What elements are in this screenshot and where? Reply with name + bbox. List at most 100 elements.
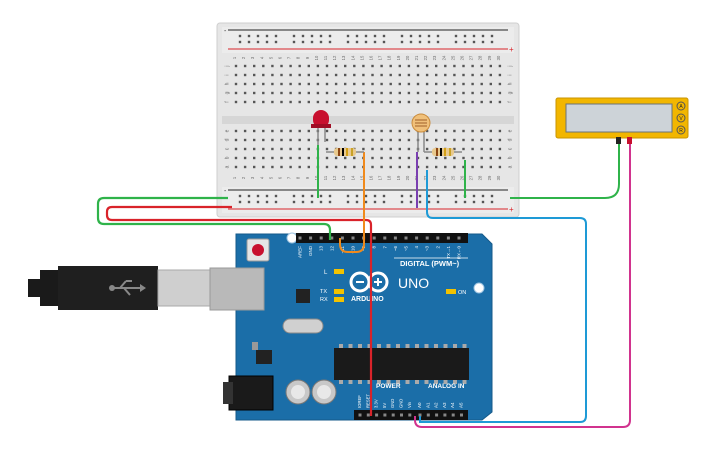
terminal-hole[interactable] bbox=[462, 156, 465, 160]
terminal-hole[interactable] bbox=[462, 100, 465, 104]
terminal-hole[interactable] bbox=[471, 91, 474, 95]
terminal-hole[interactable] bbox=[407, 100, 411, 104]
terminal-hole[interactable] bbox=[334, 64, 338, 68]
terminal-hole[interactable] bbox=[471, 82, 474, 86]
terminal-hole[interactable] bbox=[453, 91, 456, 95]
multimeter-mode-v[interactable] bbox=[676, 113, 686, 123]
terminal-hole[interactable] bbox=[280, 100, 283, 104]
rail-hole[interactable] bbox=[373, 34, 377, 38]
terminal-hole[interactable] bbox=[298, 156, 301, 160]
terminal-hole[interactable] bbox=[271, 100, 274, 104]
rail-hole[interactable] bbox=[292, 40, 296, 44]
terminal-hole[interactable] bbox=[307, 129, 310, 133]
terminal-hole[interactable] bbox=[325, 82, 329, 86]
terminal-hole[interactable] bbox=[416, 73, 420, 77]
terminal-hole[interactable] bbox=[425, 82, 429, 86]
terminal-hole[interactable] bbox=[389, 129, 392, 133]
terminal-hole[interactable] bbox=[262, 91, 265, 95]
terminal-hole[interactable] bbox=[334, 82, 338, 86]
rail-hole[interactable] bbox=[319, 200, 323, 204]
rail-hole[interactable] bbox=[310, 200, 314, 204]
usb-cable[interactable] bbox=[28, 266, 265, 311]
rail-hole[interactable] bbox=[364, 40, 368, 44]
terminal-hole[interactable] bbox=[243, 100, 247, 104]
rail-hole[interactable] bbox=[463, 200, 467, 204]
rail-hole[interactable] bbox=[373, 200, 377, 204]
rail-hole[interactable] bbox=[409, 40, 413, 44]
rail-hole[interactable] bbox=[238, 34, 242, 38]
terminal-hole[interactable] bbox=[289, 91, 292, 95]
header-pin[interactable] bbox=[400, 413, 403, 417]
terminal-hole[interactable] bbox=[480, 147, 483, 151]
terminal-hole[interactable] bbox=[234, 100, 238, 104]
terminal-hole[interactable] bbox=[289, 165, 292, 169]
rail-hole[interactable] bbox=[355, 40, 359, 44]
header-pin[interactable] bbox=[460, 413, 463, 417]
header-pin[interactable] bbox=[391, 413, 395, 417]
terminal-hole[interactable] bbox=[325, 73, 329, 77]
terminal-hole[interactable] bbox=[389, 138, 392, 142]
terminal-hole[interactable] bbox=[253, 129, 256, 133]
terminal-hole[interactable] bbox=[407, 156, 411, 160]
terminal-hole[interactable] bbox=[353, 129, 356, 133]
terminal-hole[interactable] bbox=[389, 64, 392, 68]
rail-hole[interactable] bbox=[238, 200, 242, 204]
terminal-hole[interactable] bbox=[407, 165, 411, 169]
terminal-hole[interactable] bbox=[371, 129, 374, 133]
rail-hole[interactable] bbox=[382, 194, 386, 198]
terminal-hole[interactable] bbox=[453, 73, 456, 77]
terminal-hole[interactable] bbox=[462, 64, 465, 68]
terminal-hole[interactable] bbox=[480, 165, 483, 169]
terminal-hole[interactable] bbox=[280, 73, 283, 77]
probe-red[interactable] bbox=[627, 137, 632, 144]
terminal-hole[interactable] bbox=[271, 147, 274, 151]
terminal-hole[interactable] bbox=[298, 73, 301, 77]
terminal-hole[interactable] bbox=[407, 147, 411, 151]
terminal-hole[interactable] bbox=[353, 165, 356, 169]
rail-hole[interactable] bbox=[274, 40, 278, 44]
terminal-hole[interactable] bbox=[453, 82, 456, 86]
rail-hole[interactable] bbox=[436, 40, 440, 44]
terminal-hole[interactable] bbox=[480, 82, 483, 86]
header-pin[interactable] bbox=[435, 413, 439, 417]
terminal-hole[interactable] bbox=[271, 138, 274, 142]
terminal-hole[interactable] bbox=[407, 91, 411, 95]
terminal-hole[interactable] bbox=[480, 129, 483, 133]
terminal-hole[interactable] bbox=[307, 147, 310, 151]
header-pin[interactable] bbox=[415, 236, 419, 240]
rail-hole[interactable] bbox=[454, 200, 458, 204]
breadboard[interactable]: - + - + 11223344556677889910101111121213… bbox=[216, 22, 520, 218]
terminal-hole[interactable] bbox=[498, 147, 502, 151]
terminal-hole[interactable] bbox=[371, 147, 374, 151]
terminal-hole[interactable] bbox=[435, 82, 438, 86]
terminal-hole[interactable] bbox=[271, 91, 274, 95]
terminal-hole[interactable] bbox=[371, 100, 374, 104]
terminal-hole[interactable] bbox=[416, 64, 420, 68]
multimeter-mode-a[interactable] bbox=[676, 101, 686, 111]
terminal-hole[interactable] bbox=[498, 165, 502, 169]
terminal-hole[interactable] bbox=[234, 156, 238, 160]
terminal-hole[interactable] bbox=[280, 147, 283, 151]
rail-hole[interactable] bbox=[274, 200, 278, 204]
terminal-hole[interactable] bbox=[398, 147, 401, 151]
terminal-hole[interactable] bbox=[362, 73, 365, 77]
rail-hole[interactable] bbox=[481, 40, 485, 44]
terminal-hole[interactable] bbox=[489, 129, 492, 133]
rail-hole[interactable] bbox=[463, 34, 467, 38]
terminal-hole[interactable] bbox=[471, 165, 474, 169]
header-pin[interactable] bbox=[393, 236, 397, 240]
header-pin[interactable] bbox=[418, 413, 422, 417]
terminal-hole[interactable] bbox=[289, 129, 292, 133]
terminal-hole[interactable] bbox=[353, 138, 356, 142]
terminal-hole[interactable] bbox=[480, 64, 483, 68]
terminal-hole[interactable] bbox=[353, 64, 356, 68]
terminal-hole[interactable] bbox=[444, 138, 447, 142]
rail-hole[interactable] bbox=[400, 200, 404, 204]
terminal-hole[interactable] bbox=[489, 91, 492, 95]
terminal-hole[interactable] bbox=[344, 64, 347, 68]
terminal-hole[interactable] bbox=[262, 129, 265, 133]
terminal-hole[interactable] bbox=[480, 138, 483, 142]
terminal-hole[interactable] bbox=[453, 156, 456, 160]
terminal-hole[interactable] bbox=[243, 165, 247, 169]
terminal-hole[interactable] bbox=[389, 91, 392, 95]
